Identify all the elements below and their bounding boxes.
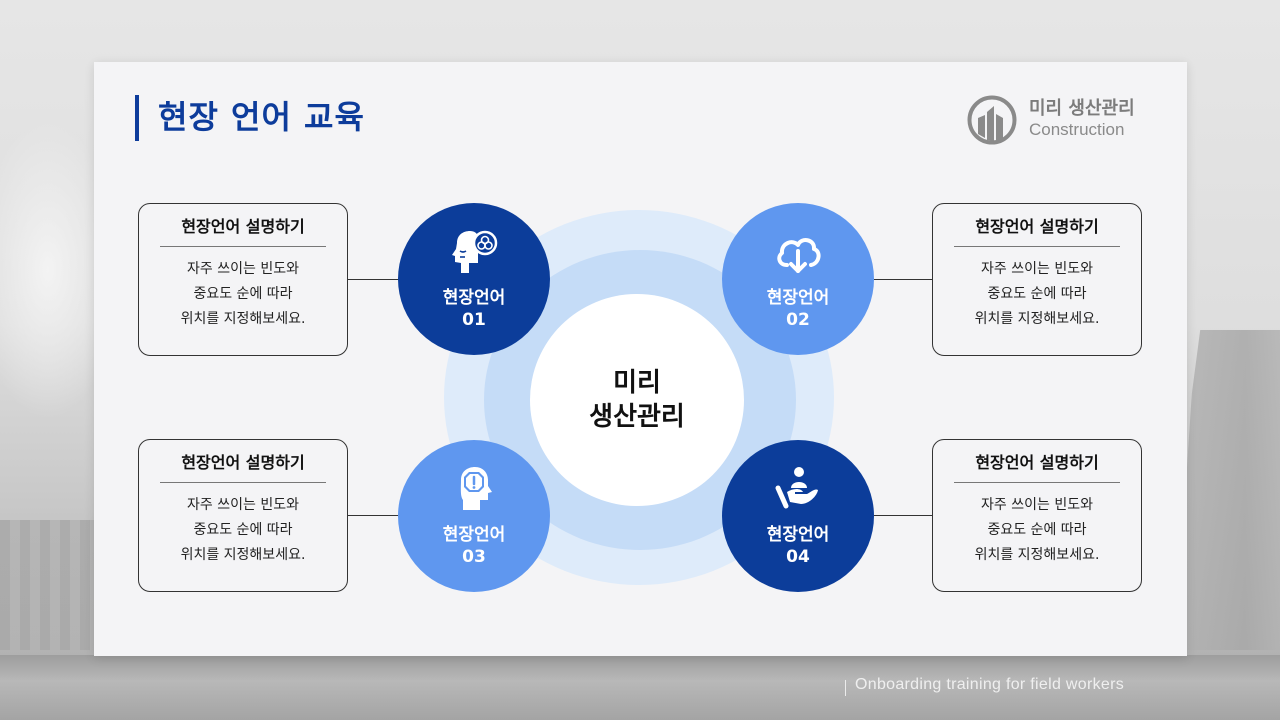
node-04[interactable]: 현장언어 04: [722, 440, 874, 592]
center-title-line1: 미리: [613, 368, 661, 398]
hand-person-icon: [775, 467, 818, 509]
node-number: 03: [462, 547, 486, 567]
description-box-03: 현장언어 설명하기 자주 쓰이는 빈도와 중요도 순에 따라 위치를 지정해보세…: [138, 439, 348, 592]
node-02[interactable]: 현장언어 02: [722, 203, 874, 355]
node-number: 04: [786, 547, 810, 567]
node-label: 현장언어: [766, 288, 830, 308]
node-label: 현장언어: [766, 525, 830, 545]
title-accent-bar: [135, 95, 139, 141]
cloud-download-icon: [777, 238, 821, 273]
node-01[interactable]: 현장언어 01: [398, 203, 550, 355]
center-hub: 미리 생산관리: [530, 294, 744, 506]
box-line: 중요도 순에 따라: [987, 522, 1087, 538]
description-box-01: 현장언어 설명하기 자주 쓰이는 빈도와 중요도 순에 따라 위치를 지정해보세…: [138, 203, 348, 356]
node-label: 현장언어: [442, 288, 506, 308]
footer-tagline: Onboarding training for field workers: [855, 676, 1125, 693]
node-03[interactable]: 현장언어 03: [398, 440, 550, 592]
building-circle-icon: [967, 95, 1017, 145]
box-line: 위치를 지정해보세요.: [180, 547, 306, 563]
box-title: 현장언어 설명하기: [160, 451, 326, 483]
box-line: 자주 쓰이는 빈도와: [187, 497, 299, 513]
node-number: 01: [462, 310, 486, 330]
box-title: 현장언어 설명하기: [160, 215, 326, 247]
box-line: 위치를 지정해보세요.: [180, 311, 306, 327]
box-line: 자주 쓰이는 빈도와: [981, 261, 1093, 277]
head-alert-icon: [460, 467, 492, 510]
connector-02: [874, 279, 933, 280]
box-line: 중요도 순에 따라: [987, 286, 1087, 302]
logo-name-korean: 미리 생산관리: [1029, 98, 1135, 119]
background-ground: [0, 655, 1280, 720]
box-line: 자주 쓰이는 빈도와: [981, 497, 1093, 513]
box-line: 중요도 순에 따라: [193, 286, 293, 302]
head-brain-icon: [452, 230, 498, 273]
background-cooling-tower: [1175, 330, 1280, 650]
box-line: 중요도 순에 따라: [193, 522, 293, 538]
description-box-04: 현장언어 설명하기 자주 쓰이는 빈도와 중요도 순에 따라 위치를 지정해보세…: [932, 439, 1142, 592]
box-title: 현장언어 설명하기: [954, 451, 1120, 483]
box-body: 자주 쓰이는 빈도와 중요도 순에 따라 위치를 지정해보세요.: [933, 257, 1141, 332]
description-box-02: 현장언어 설명하기 자주 쓰이는 빈도와 중요도 순에 따라 위치를 지정해보세…: [932, 203, 1142, 356]
box-line: 위치를 지정해보세요.: [974, 311, 1100, 327]
node-label: 현장언어: [442, 525, 506, 545]
company-logo: 미리 생산관리 Construction: [966, 92, 1166, 146]
center-title-line2: 생산관리: [589, 402, 685, 432]
box-title: 현장언어 설명하기: [954, 215, 1120, 247]
node-number: 02: [786, 310, 810, 330]
connector-04: [874, 515, 933, 516]
box-body: 자주 쓰이는 빈도와 중요도 순에 따라 위치를 지정해보세요.: [139, 493, 347, 568]
box-line: 자주 쓰이는 빈도와: [187, 261, 299, 277]
footer-divider: [845, 680, 846, 696]
connector-03: [347, 515, 400, 516]
box-body: 자주 쓰이는 빈도와 중요도 순에 따라 위치를 지정해보세요.: [933, 493, 1141, 568]
background-building: [0, 520, 100, 650]
connector-01: [347, 279, 400, 280]
box-line: 위치를 지정해보세요.: [974, 547, 1100, 563]
box-body: 자주 쓰이는 빈도와 중요도 순에 따라 위치를 지정해보세요.: [139, 257, 347, 332]
page-title: 현장 언어 교육: [158, 98, 365, 136]
logo-name-english: Construction: [1029, 120, 1125, 139]
